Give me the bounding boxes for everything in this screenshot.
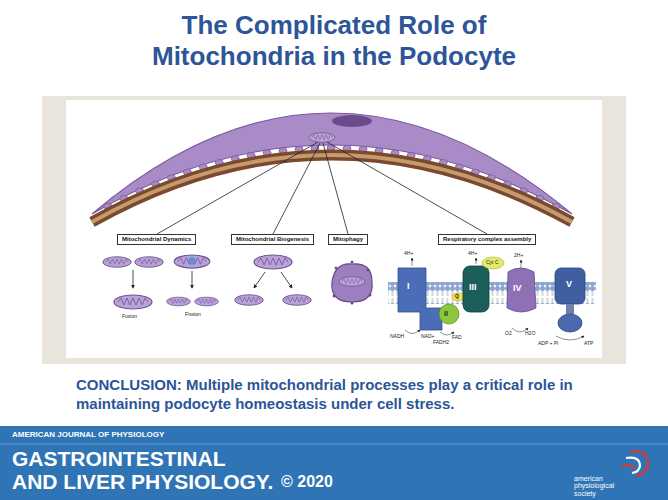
substrate-label: FADH2	[433, 340, 449, 346]
substrate-label: H2O	[525, 331, 535, 337]
process-label: Respiratory complex assembly	[443, 236, 531, 242]
process-label: Mitochondrial Dynamics	[122, 236, 191, 242]
complex-number: I	[407, 282, 410, 292]
process-label-box: Mitophagy	[328, 234, 368, 245]
process-caption: Fusion	[122, 314, 137, 320]
proton-label: 4H+	[404, 251, 413, 257]
complex-number: IV	[513, 284, 522, 294]
copyright: © 2020	[281, 473, 333, 491]
title: The Complicated Role of Mitochondria in …	[134, 10, 534, 72]
process-label: Mitophagy	[333, 236, 363, 242]
complex-number: II	[444, 310, 448, 318]
journal-name: AND LIVER PHYSIOLOGY.	[12, 470, 273, 493]
complex-number: III	[469, 283, 477, 293]
substrate-label: NAD+	[421, 334, 434, 340]
proton-label: 2H+	[514, 253, 523, 259]
process-caption: Fission	[185, 312, 201, 318]
complex-number: V	[566, 280, 572, 290]
proton-label: 4H+	[468, 251, 477, 257]
conclusion-caption: CONCLUSION: Multiple mitochondrial proce…	[76, 376, 624, 414]
substrate-label: O2	[505, 331, 512, 337]
substrate-label: ADP + Pi	[538, 341, 558, 347]
substrate-label: ATP	[584, 341, 593, 347]
complex-label: Cyt C	[486, 260, 499, 266]
society-name: american physiological society	[574, 475, 636, 497]
process-label-box: Mitochondrial Dynamics	[117, 234, 196, 245]
process-label-box: Mitochondrial Biogenesis	[231, 234, 314, 245]
journal-series: AMERICAN JOURNAL OF PHYSIOLOGY	[12, 431, 164, 440]
complex-label: Q	[455, 294, 459, 300]
substrate-label: FAD	[452, 335, 462, 341]
substrate-label: NADH	[390, 334, 404, 340]
journal-name: GASTROINTESTINAL	[12, 447, 226, 470]
process-label-box: Respiratory complex assembly	[438, 234, 536, 245]
process-label: Mitochondrial Biogenesis	[236, 236, 309, 242]
